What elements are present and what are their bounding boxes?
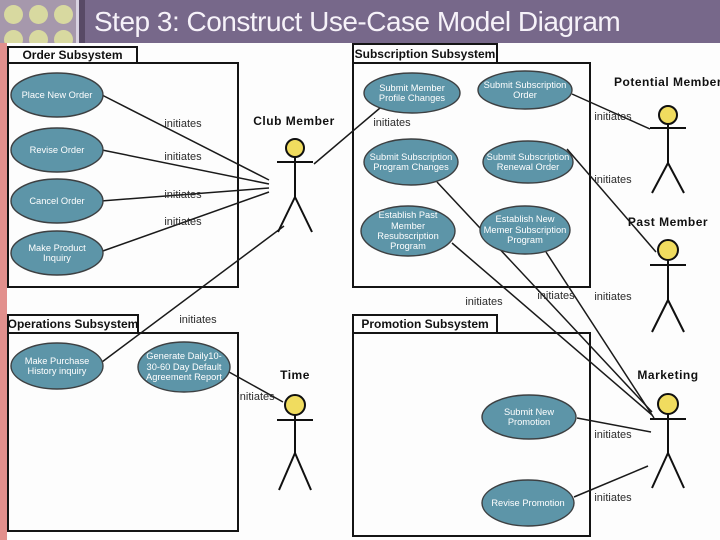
use-case-cancel-order <box>10 178 104 224</box>
dot-icon <box>29 30 48 43</box>
dot-icon <box>4 5 23 24</box>
association-line <box>576 417 652 433</box>
header-separator <box>76 0 79 43</box>
operations-subsystem-tab <box>7 314 139 334</box>
dot-icon <box>4 30 23 43</box>
association-line <box>101 149 270 185</box>
use-case-submit-subscription-order <box>477 70 573 110</box>
actor-club-member-figure <box>277 138 313 233</box>
actor-time-figure <box>277 394 313 491</box>
association-line <box>228 371 284 403</box>
association-line <box>436 181 653 413</box>
subscription-subsystem-tab <box>352 43 498 64</box>
association-line <box>573 465 649 498</box>
dot-icon <box>54 30 73 43</box>
association-line <box>451 242 653 416</box>
header-separator <box>79 0 85 43</box>
use-case-submit-member-profile-changes <box>363 72 461 114</box>
use-case-place-new-order <box>10 72 104 118</box>
use-case-revise-order <box>10 127 104 173</box>
actor-potential-member-figure <box>650 105 686 194</box>
dot-icon <box>54 5 73 24</box>
association-line <box>545 251 655 419</box>
order-subsystem-tab <box>7 46 138 64</box>
use-case-diagram <box>7 43 686 537</box>
use-case-revise-promotion <box>481 479 575 527</box>
actor-marketing-figure <box>650 393 686 489</box>
use-case-submit-new-promotion <box>481 394 577 440</box>
association-line <box>566 148 657 253</box>
association-line <box>101 225 285 363</box>
use-case-make-purchase-history-inquiry <box>10 342 104 390</box>
use-case-make-product-inquiry <box>10 230 104 276</box>
association-line <box>571 93 651 130</box>
use-case-establish-past-member-resubscription-program <box>360 205 456 257</box>
dot-grid-ornament <box>0 0 76 43</box>
page-title: Step 3: Construct Use-Case Model Diagram <box>94 6 621 37</box>
dot-icon <box>29 5 48 24</box>
promotion-subsystem-tab <box>352 314 498 334</box>
use-case-establish-new-memer-subscription-program <box>479 205 571 255</box>
actor-past-member-figure <box>650 239 686 333</box>
use-case-generate-default-agreement-report <box>137 341 231 393</box>
title-bar: Step 3: Construct Use-Case Model Diagram <box>0 0 720 43</box>
association-line <box>313 107 381 165</box>
association-line <box>99 191 270 253</box>
use-case-submit-subscription-program-changes <box>363 138 459 186</box>
association-line <box>100 187 270 202</box>
use-case-submit-subscription-renewal-order <box>482 140 574 184</box>
association-line <box>101 94 270 181</box>
